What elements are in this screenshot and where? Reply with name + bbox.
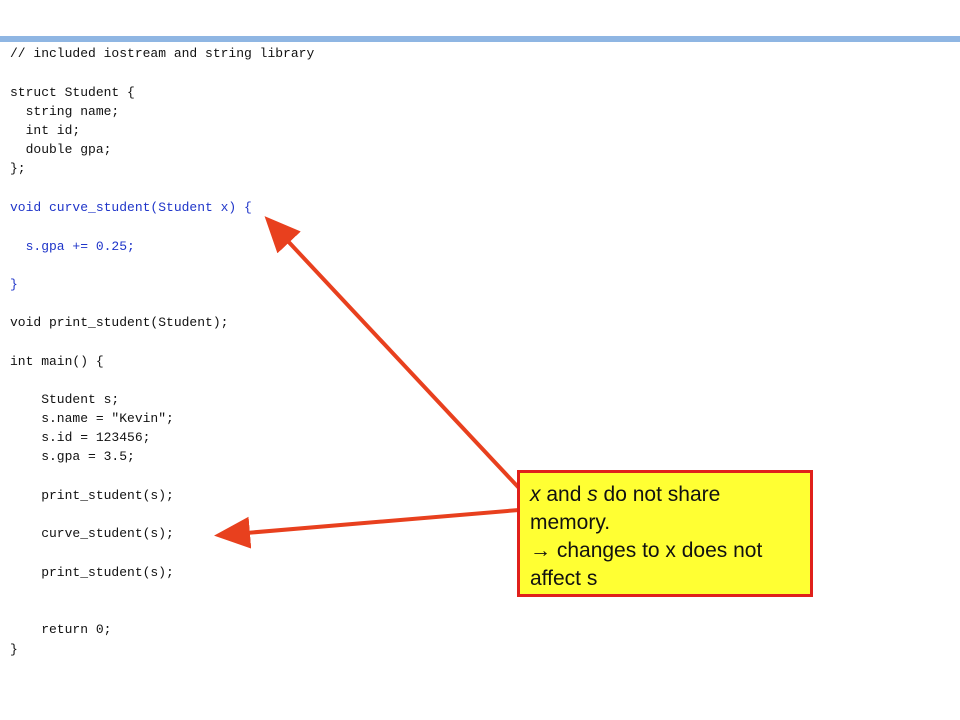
code-line: int main() { (10, 354, 104, 369)
header-rule (0, 36, 960, 42)
right-arrow-icon: → (530, 539, 551, 562)
code-line: // included iostream and string library (10, 46, 315, 61)
code-line-highlighted: s.gpa += 0.25; (10, 239, 135, 254)
arrow-to-parameter-x (264, 216, 521, 490)
callout-consequence: changes to x does not affect s (530, 539, 763, 590)
callout-box: x and s do not share memory. → changes t… (517, 470, 813, 597)
code-line-highlighted: } (10, 277, 18, 292)
callout-share: do not share memory. (530, 483, 721, 534)
code-line: string name; (10, 104, 120, 119)
code-line: Student s; (10, 392, 120, 407)
code-line: s.id = 123456; (10, 430, 151, 445)
callout-and: and (540, 483, 588, 506)
code-line: void print_student(Student); (10, 315, 229, 330)
code-line: curve_student(s); (10, 526, 174, 541)
code-line: return 0; (10, 622, 112, 637)
code-line: struct Student { (10, 85, 135, 100)
code-line-highlighted: void curve_student(Student x) { (10, 200, 252, 215)
code-line: s.gpa = 3.5; (10, 449, 135, 464)
arrow-to-call-argument-s (214, 508, 520, 549)
code-line: print_student(s); (10, 488, 174, 503)
code-line: int id; (10, 123, 81, 138)
code-line: double gpa; (10, 142, 112, 157)
callout-var-s: s (587, 483, 598, 506)
callout-var-x: x (530, 483, 541, 506)
code-line: } (10, 642, 18, 657)
code-line: }; (10, 161, 26, 176)
code-line: s.name = "Kevin"; (10, 411, 174, 426)
code-line: print_student(s); (10, 565, 174, 580)
